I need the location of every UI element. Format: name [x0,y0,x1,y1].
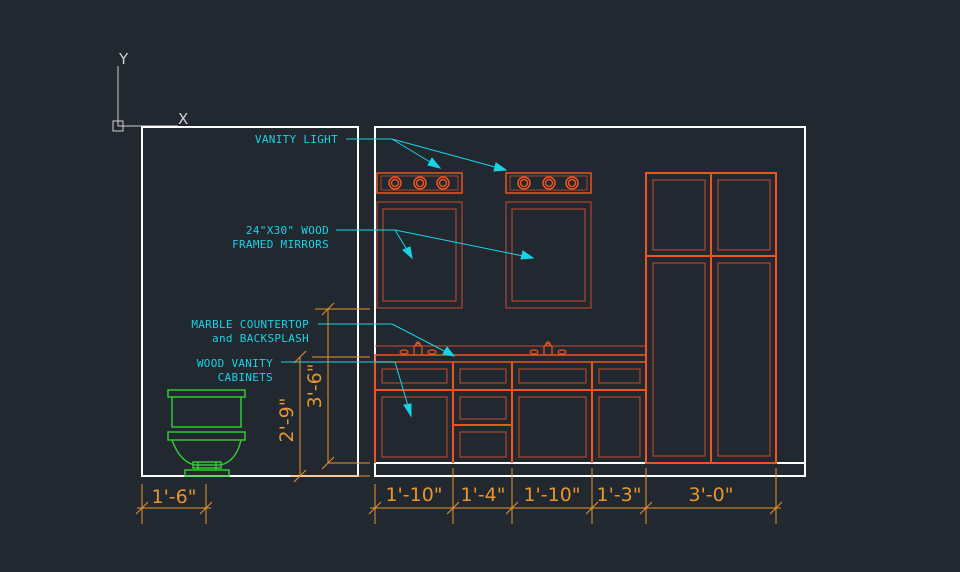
vanity-light-left [376,172,463,194]
dim-cab1: 1'-10" [385,484,442,506]
dim-cab3: 1'-10" [523,484,580,506]
left-wall-outline [141,126,359,477]
vanity-light-label: VANITY LIGHT [255,133,338,146]
vanity-light-right [505,172,592,194]
countertop-label-line1: MARBLE COUNTERTOP [191,318,309,331]
leader-lines [281,138,535,418]
mirror-right [505,201,592,309]
tall-cabinet [645,172,777,464]
dim-toilet-width: 1'-6" [152,486,197,508]
faucet-left [399,341,437,355]
mirrors-label-line1: 24"X30" WOOD [246,224,329,237]
y-axis-label: Y [118,50,129,68]
dim-cab2: 1'-4" [461,484,506,506]
countertop-label-line2: and BACKSPLASH [212,332,309,345]
mirrors-label-line2: FRAMED MIRRORS [232,238,329,251]
vertical-dimension-lines [290,302,370,483]
horizontal-dimension-lines [135,468,783,524]
faucet-right [529,341,567,355]
vanity-cabinet-panels [381,368,641,458]
dim-cab4: 1'-3" [597,484,642,506]
dim-tall-cabinet: 3'-0" [689,484,734,506]
cabinets-label-line2: CABINETS [218,371,273,384]
dim-counter-height: 2'-9" [276,398,298,443]
x-axis-label: X [178,110,188,128]
tall-cabinet-panels [652,179,771,457]
right-wall-outline [374,126,806,477]
toilet [167,389,246,477]
cabinets-label-line1: WOOD VANITY [197,357,273,370]
dim-backsplash-height: 3'-6" [304,364,326,409]
mirror-left [376,201,463,309]
